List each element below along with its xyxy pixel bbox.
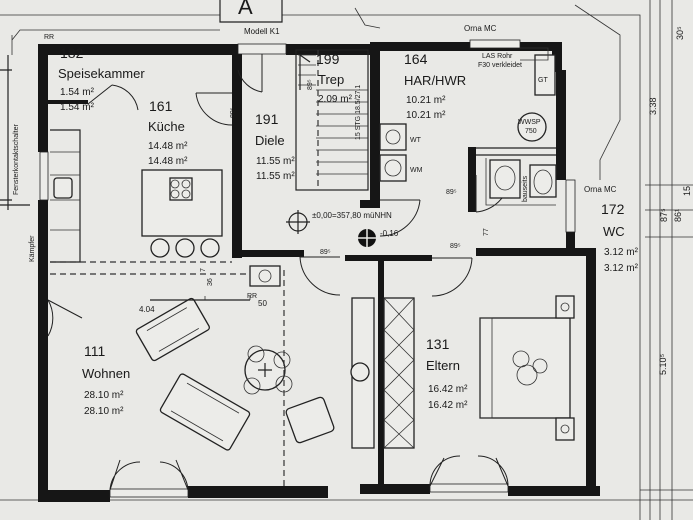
dim-895-e: 89⁵ — [307, 79, 314, 90]
rr-label: RR — [44, 34, 54, 41]
room-name: Küche — [148, 119, 185, 134]
dim-wohnen: 4.04 — [139, 305, 155, 314]
room-number: 199 — [316, 51, 340, 67]
walls — [38, 42, 600, 502]
kitchen-furniture — [50, 129, 250, 275]
room-eltern: 131 Eltern 16.42 m² 16.42 m² — [426, 336, 468, 411]
dim-77: 77 — [483, 228, 490, 236]
section-marker-label: A — [238, 0, 253, 19]
rr-mid-label: RR — [247, 293, 257, 300]
gt-label: GT — [538, 77, 548, 84]
wwsp-value: 750 — [525, 128, 537, 135]
room-number: 164 — [404, 51, 428, 67]
room-area-net: 11.55 m² — [256, 171, 295, 182]
dim-305: 30⁵ — [675, 26, 685, 40]
room-wohnen: 111 Wohnen 28.10 m² 28.10 m² 4.04 — [82, 305, 155, 417]
stair-note: 15 STG 18.5/27.1 — [355, 85, 362, 140]
room-area: 1.54 m² — [60, 87, 95, 98]
dim-895-d: 89⁵ — [446, 189, 457, 196]
level-marker — [286, 210, 376, 247]
utility-room-furniture — [379, 47, 556, 182]
room-name: Wohnen — [82, 366, 130, 381]
kampfer-label: Kämpfer — [29, 235, 36, 262]
rr-mid-value: 50 — [258, 299, 267, 308]
wc-orna-label: Orna MC — [584, 185, 617, 194]
doors — [47, 54, 511, 491]
level-label: ±0,00=357,80 müNHN — [312, 211, 392, 220]
dim-510: 5.10⁵ — [658, 353, 668, 375]
fenster-label: Fensterkontaktschalter — [13, 124, 20, 195]
room-area-net: 14.48 m² — [148, 156, 188, 167]
room-area: 10.21 m² — [406, 95, 446, 106]
las-pipe-label: LAS Rohr — [482, 53, 513, 60]
bedroom-furniture — [350, 295, 575, 449]
room-name: Speisekammer — [58, 66, 145, 81]
room-area: 16.42 m² — [428, 384, 468, 395]
washing-machine-label: WM — [410, 167, 423, 174]
level-offset-label: -0,16 — [380, 229, 399, 238]
dim-895-c: 89⁵ — [450, 243, 461, 250]
room-area: 14.48 m² — [148, 141, 188, 152]
f30-label: F30 verkleidet — [478, 62, 522, 69]
room-number: 172 — [601, 201, 625, 217]
room-number: 161 — [149, 98, 173, 114]
room-area: 11.55 m² — [256, 156, 295, 167]
orna-top-label: Orna MC — [464, 24, 497, 33]
room-name: WC — [603, 224, 625, 239]
room-number: 182 — [60, 45, 84, 61]
dimension-labels: 89⁵ 89⁵ 89⁵ 89⁵ 89⁵ 77 3.38 87⁵ 86¹ 30⁵ … — [230, 26, 692, 375]
room-area-net: 1.54 m² — [60, 102, 95, 113]
windows — [39, 39, 576, 498]
bauseits-label: bauseits — [522, 175, 529, 202]
room-area: 2.09 m² — [318, 94, 353, 105]
modell-label: Modell K1 — [244, 27, 280, 36]
room-area-net: 10.21 m² — [406, 110, 446, 121]
wc-furniture — [485, 158, 557, 206]
room-name: HAR/HWR — [404, 73, 466, 88]
room-number: 131 — [426, 336, 450, 352]
room-name: Eltern — [426, 358, 460, 373]
room-har-hwr: 164 HAR/HWR 10.21 m² 10.21 m² WT WM LAS … — [404, 51, 548, 174]
dim-36: 36 — [207, 278, 214, 286]
wwsp-label: WWSP — [518, 119, 541, 126]
room-area-net: 16.42 m² — [428, 400, 468, 411]
room-number: 111 — [84, 343, 105, 359]
dim-895-a: 89⁵ — [230, 107, 237, 118]
dim-15: 15 — [682, 186, 692, 196]
room-area-net: 28.10 m² — [84, 406, 124, 417]
room-diele: 191 Diele 11.55 m² 11.55 m² — [255, 111, 295, 182]
room-area: 28.10 m² — [84, 390, 124, 401]
room-name: Diele — [255, 133, 285, 148]
dim-895-b: 89⁵ — [320, 249, 331, 256]
room-name: Trep — [318, 72, 344, 87]
room-number: 191 — [255, 111, 279, 127]
living-room-furniture — [135, 265, 335, 486]
washbasin-label: WT — [410, 137, 422, 144]
dim-7: 7 — [200, 268, 207, 272]
room-treppe: 199 Trep 2.09 m² 15 STG 18.5/27.1 — [316, 51, 362, 140]
room-area: 3.12 m² — [604, 247, 639, 258]
stair — [295, 49, 369, 191]
room-speisekammer: 182 Speisekammer 1.54 m² 1.54 m² — [58, 45, 145, 113]
level-annotations: ±0,00=357,80 müNHN -0,16 RR 50 36 7 — [200, 211, 399, 308]
section-marker: A — [219, 0, 283, 23]
dim-865: 86¹ — [673, 209, 683, 222]
room-wc: Orna MC 172 WC 3.12 m² 3.12 m² bauseits — [522, 175, 639, 274]
dim-338: 3.38 — [648, 97, 658, 115]
dim-875: 87⁵ — [659, 208, 669, 222]
top-annotations: Modell K1 Orna MC RR Fensterkontaktschal… — [13, 24, 497, 262]
room-kueche: 161 Küche 14.48 m² 14.48 m² — [148, 98, 188, 167]
room-area-net: 3.12 m² — [604, 263, 639, 274]
